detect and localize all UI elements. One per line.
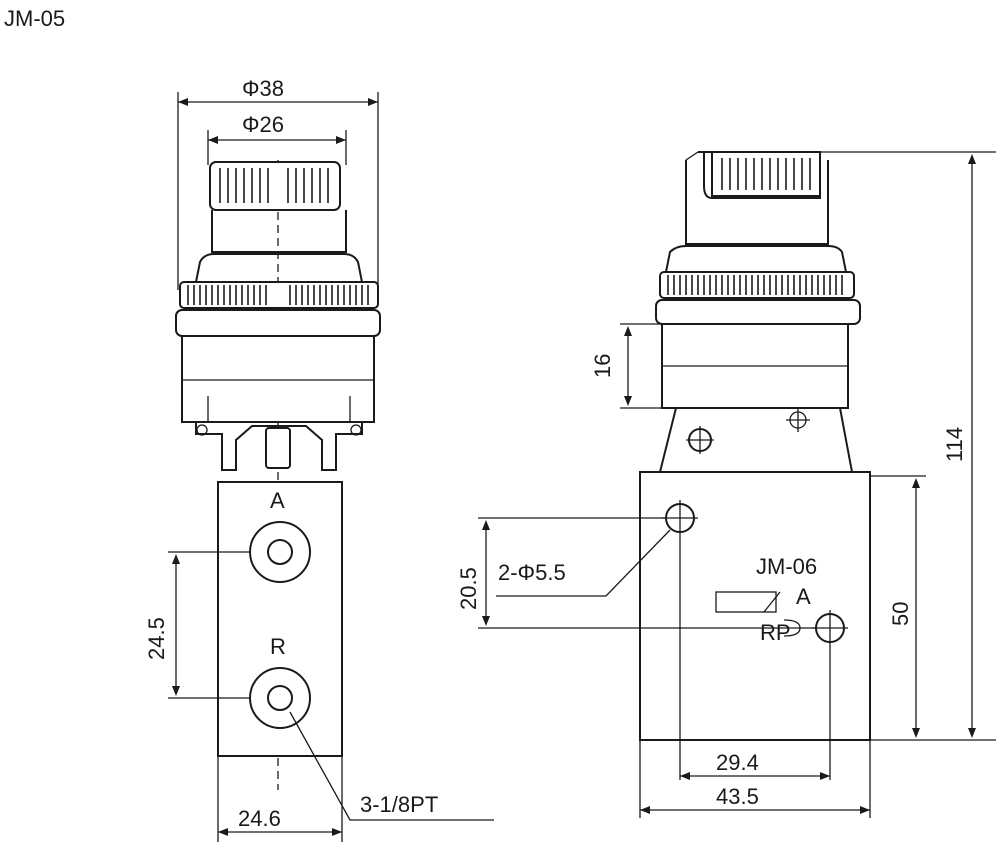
right-flange [655,299,861,325]
port-r-label: R [270,634,286,659]
left-ring-knurl [187,285,369,305]
right-view: JM-06 A RP 114 50 16 [456,151,996,818]
left-valve-body [217,481,343,757]
right-valve-body [639,471,871,741]
model-label: JM-06 [756,554,817,579]
right-knurled-ring [659,271,855,299]
dim-20-5-label: 20.5 [456,567,481,610]
dim-43-5-label: 43.5 [716,784,759,809]
symbol-a-label: A [796,584,811,609]
dim-43-5: 43.5 [639,740,871,818]
left-bracket [195,422,363,471]
left-flange [175,309,381,337]
dim-50-label: 50 [888,602,913,626]
left-stem [265,427,291,469]
dim-114: 114 [820,151,996,741]
symbol-rp-label: RP [760,620,791,645]
dim-20-5: 20.5 [456,517,816,629]
dim-114-label: 114 [942,427,967,462]
dim-29-4: 29.4 [680,750,830,780]
left-view: A R Φ38 Φ26 24.5 [144,76,494,842]
dim-50: 50 [870,475,926,738]
left-knob-top [209,161,341,211]
port-r-inner [267,685,293,711]
port-a-label: A [270,488,285,513]
right-knob-top [698,151,821,199]
thread-leader: 3-1/8PT [289,711,494,821]
dim-16-label: 16 [590,354,615,378]
dim-24-5-label: 24.5 [144,617,169,660]
dim-phi26-label: Φ26 [242,112,284,137]
valve-symbol-box [715,591,777,613]
dim-24-5: 24.5 [144,551,250,699]
right-knob-neck [685,160,829,245]
right-ring-knurl [667,275,843,295]
right-knob-knurl [721,158,811,190]
port-a-inner [267,539,293,565]
hole-leader: 2-Φ5.5 [496,529,671,597]
left-shoulder [195,253,363,283]
right-knob-body [711,151,821,197]
dim-16: 16 [590,323,676,409]
right-shoulder [665,245,847,273]
dim-phi38-label: Φ38 [242,76,284,101]
dim-24-6: 24.6 [217,756,343,842]
dim-24-6-label: 24.6 [238,806,281,831]
thread-callout-label: 3-1/8PT [360,792,438,817]
drawing-title: JM-05 [4,6,65,31]
dim-29-4-label: 29.4 [716,750,759,775]
hole-callout-label: 2-Φ5.5 [498,560,566,585]
left-cap-body [181,335,375,423]
dim-phi38: Φ38 [177,76,379,290]
left-knurled-ring [179,281,379,309]
dim-phi26: Φ26 [207,112,347,165]
left-knob-neck [211,210,347,253]
left-knob-knurl [219,168,329,203]
